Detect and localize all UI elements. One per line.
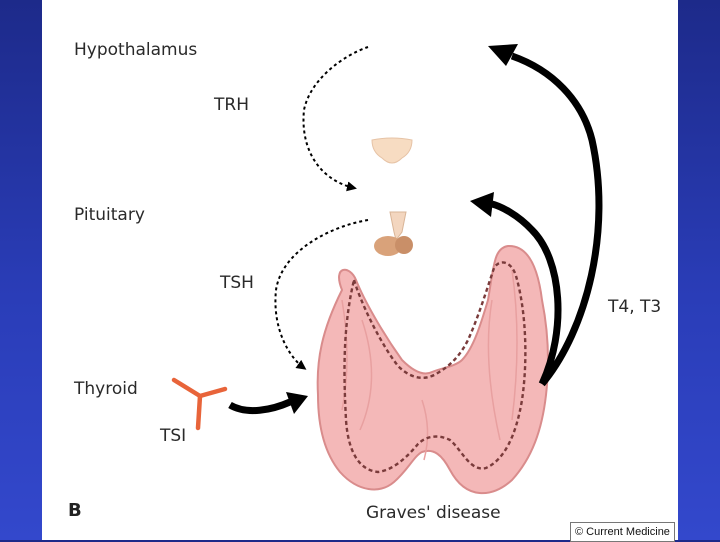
label-tsi: TSI (160, 426, 187, 446)
pituitary-gland (374, 211, 413, 256)
hypothalamus-shape (371, 137, 413, 164)
trh-arrow (302, 46, 369, 192)
label-pituitary: Pituitary (74, 205, 145, 225)
label-t4-t3: T4, T3 (608, 297, 662, 317)
copyright-symbol: © (575, 526, 584, 538)
figure-panel: Hypothalamus TRH Pituitary TSH T4, T3 Th… (42, 0, 678, 540)
label-hypothalamus: Hypothalamus (74, 40, 198, 60)
panel-letter: B (68, 500, 82, 521)
feedback-arrow-hypothalamus (510, 52, 603, 387)
thyroid-gland (316, 244, 550, 494)
copyright-credit: © Current Medicine (570, 522, 675, 542)
label-thyroid: Thyroid (74, 379, 138, 399)
label-trh: TRH (214, 95, 249, 115)
tsi-antibody (171, 377, 228, 431)
label-tsh: TSH (220, 273, 254, 293)
graves-feedback-diagram (171, 44, 603, 494)
tsh-arrow (274, 219, 369, 370)
caption-graves-disease: Graves' disease (366, 503, 501, 523)
feedback-arrow-pituitary (491, 200, 562, 386)
tsi-stimulation-arrow (228, 398, 292, 414)
credit-text: Current Medicine (586, 526, 670, 538)
